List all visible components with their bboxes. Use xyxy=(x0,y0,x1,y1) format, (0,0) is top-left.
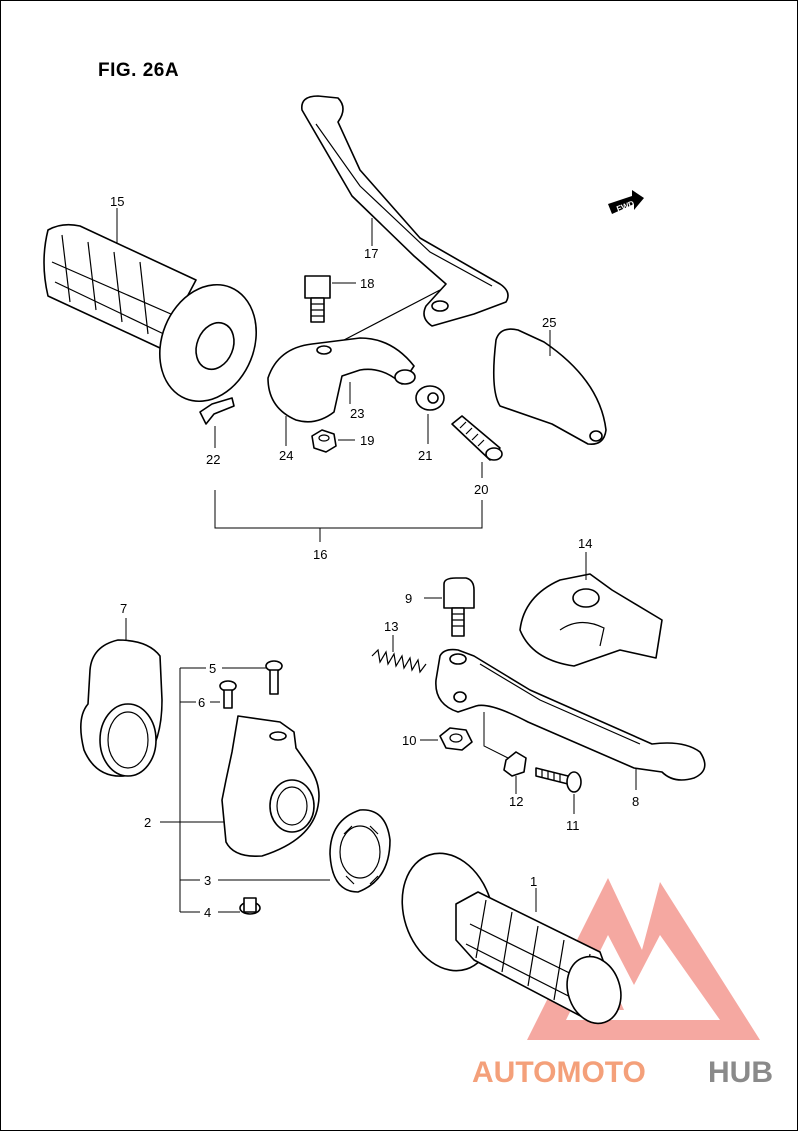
part-14-lever-cover xyxy=(519,573,663,667)
part-2-throttle-housing xyxy=(221,715,320,858)
part-9-bolt xyxy=(443,577,475,637)
callout-21: 21 xyxy=(418,448,432,463)
watermark-text: AUTOMOTO HUB xyxy=(472,1056,773,1089)
callout-6: 6 xyxy=(198,695,205,710)
callout-1: 1 xyxy=(530,874,537,889)
part-3-throttle-pulley xyxy=(329,809,391,893)
part-22-bolt xyxy=(199,397,235,425)
watermark-word-hub: HUB xyxy=(708,1056,773,1089)
part-8-brake-lever xyxy=(435,648,706,781)
callout-2: 2 xyxy=(144,815,151,830)
callout-23: 23 xyxy=(350,406,364,421)
callout-24: 24 xyxy=(279,448,293,463)
callout-20: 20 xyxy=(474,482,488,497)
fwd-arrow-badge: FWD xyxy=(608,190,644,214)
part-7-throttle-cover xyxy=(80,639,163,777)
part-23-lever-holder xyxy=(267,289,441,423)
part-12-nut xyxy=(503,751,527,777)
part-25-lever-cover xyxy=(492,328,607,446)
callout-9: 9 xyxy=(405,591,412,606)
part-5-screw xyxy=(265,660,283,695)
callout-4: 4 xyxy=(204,905,211,920)
callout-17: 17 xyxy=(364,246,378,261)
part-11-bolt xyxy=(535,767,582,793)
part-1-right-grip xyxy=(401,852,622,1025)
callout-14: 14 xyxy=(578,536,592,551)
watermark-word-automoto: AUTOMOTO xyxy=(472,1056,646,1089)
callout-5: 5 xyxy=(209,661,216,676)
callout-13: 13 xyxy=(384,619,398,634)
part-17-clutch-lever xyxy=(301,95,509,327)
callout-19: 19 xyxy=(360,433,374,448)
callout-15: 15 xyxy=(110,194,124,209)
callout-8: 8 xyxy=(632,794,639,809)
callout-3: 3 xyxy=(204,873,211,888)
callout-16: 16 xyxy=(313,547,327,562)
part-20-adjuster xyxy=(451,415,503,461)
part-15-left-grip xyxy=(43,223,258,403)
part-13-spring xyxy=(371,648,427,674)
callout-22: 22 xyxy=(206,452,220,467)
part-4-screw xyxy=(239,897,261,915)
part-21-locknut xyxy=(415,385,445,411)
part-19-nut xyxy=(311,429,337,453)
callout-18: 18 xyxy=(360,276,374,291)
bracket-16 xyxy=(214,490,483,529)
callout-10: 10 xyxy=(402,733,416,748)
callout-11: 11 xyxy=(566,818,580,833)
callout-12: 12 xyxy=(509,794,523,809)
figure-title: FIG. 26A xyxy=(98,60,180,81)
callout-25: 25 xyxy=(542,315,556,330)
callout-7: 7 xyxy=(120,601,127,616)
part-10-nut xyxy=(439,727,473,751)
part-6-screw xyxy=(219,680,237,709)
part-18-bolt xyxy=(304,275,331,323)
